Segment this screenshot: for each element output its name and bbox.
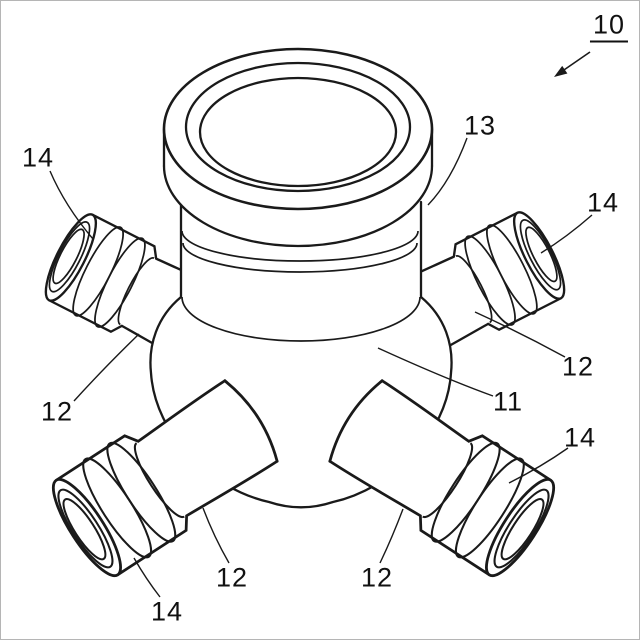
ref-label-10: 10 (589, 11, 629, 43)
collar-band-line (181, 230, 419, 262)
leader-14-lower-right (508, 447, 569, 484)
leader-12-left (73, 333, 140, 402)
ref-label-13: 13 (463, 110, 497, 141)
ref-label-12-right: 12 (561, 351, 595, 382)
ref-label-12-left: 12 (40, 396, 74, 427)
ref-label-12-lower-right: 12 (360, 562, 394, 593)
ref-label-11: 11 (492, 386, 524, 417)
reference-arrow-10 (554, 51, 591, 77)
ref-label-14-lower-left: 14 (150, 596, 184, 627)
collar-band-line (182, 242, 418, 273)
leader-13 (427, 137, 468, 206)
leader-12-right (474, 311, 566, 358)
ref-label-14-upper-left: 14 (21, 142, 55, 173)
leader-12-lower-left (202, 507, 230, 564)
ref-label-14-upper-right: 14 (586, 187, 620, 218)
body-shoulder-arc (181, 296, 421, 342)
ref-label-12-lower-left: 12 (215, 562, 249, 593)
top-bore-opening (198, 76, 398, 188)
arrowhead (554, 65, 568, 77)
leader-11 (377, 347, 494, 397)
ref-label-14-lower-right: 14 (563, 422, 597, 453)
top-opening-flange (162, 47, 434, 248)
leader-12-lower-right (379, 508, 404, 564)
leader-lines (49, 137, 593, 598)
leader-14-upper-right (540, 214, 593, 254)
leader-14-lower-left (133, 557, 161, 598)
leader-14-upper-left (49, 170, 94, 240)
